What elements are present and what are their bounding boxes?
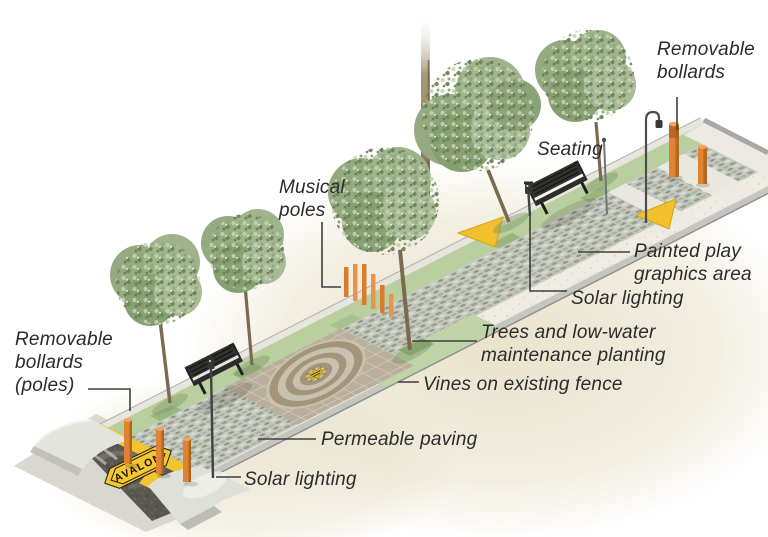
- solar-light: [524, 181, 533, 217]
- tree: [414, 57, 541, 234]
- existing-fence-line: [207, 192, 768, 480]
- label-vines: Vines on existing fence: [423, 374, 623, 395]
- musical-poles: [344, 264, 394, 317]
- play-triangle-1: [456, 216, 504, 248]
- label-permeable-paving: Permeable paving: [321, 429, 478, 450]
- label-trees-planting: Trees and low-water maintenance planting: [481, 322, 666, 366]
- tree: [535, 30, 636, 192]
- tree: [201, 209, 286, 377]
- label-musical-poles: Musical poles: [279, 177, 345, 221]
- solar-light: [206, 356, 216, 479]
- leader-lines: [88, 97, 678, 478]
- solar-light: [644, 110, 663, 223]
- white-band-1: [607, 183, 699, 230]
- leader-musical-poles: [321, 222, 341, 288]
- play-circles-plaza: [224, 328, 414, 425]
- label-removable-bollards-right: Removable bollards: [657, 39, 755, 83]
- trees: [110, 30, 636, 415]
- leader-solar-lighting-right: [529, 216, 567, 292]
- label-solar-lighting-right: Solar lighting: [571, 288, 684, 309]
- end-cap-curb: [702, 117, 768, 156]
- label-painted-play-graphics: Painted play graphics area: [634, 241, 752, 285]
- sun-graphic: [304, 365, 328, 383]
- curb-ramp-left: [34, 420, 130, 469]
- tree: [328, 147, 439, 364]
- removable-bollards-right-end: [667, 121, 710, 188]
- end-cap: [683, 122, 768, 178]
- removable-bollards-entrance: [124, 418, 198, 487]
- label-solar-lighting-bottom: Solar lighting: [244, 469, 357, 490]
- label-removable-bollards-left: Removable bollards (poles): [15, 329, 113, 396]
- label-seating: Seating: [537, 139, 603, 160]
- tree-pit: [398, 338, 434, 356]
- leader-removable-bollards-left: [88, 388, 131, 411]
- tree: [110, 234, 202, 415]
- play-triangle-2: [634, 198, 677, 230]
- sign-pole: [601, 137, 608, 215]
- planting-strip: [107, 122, 727, 438]
